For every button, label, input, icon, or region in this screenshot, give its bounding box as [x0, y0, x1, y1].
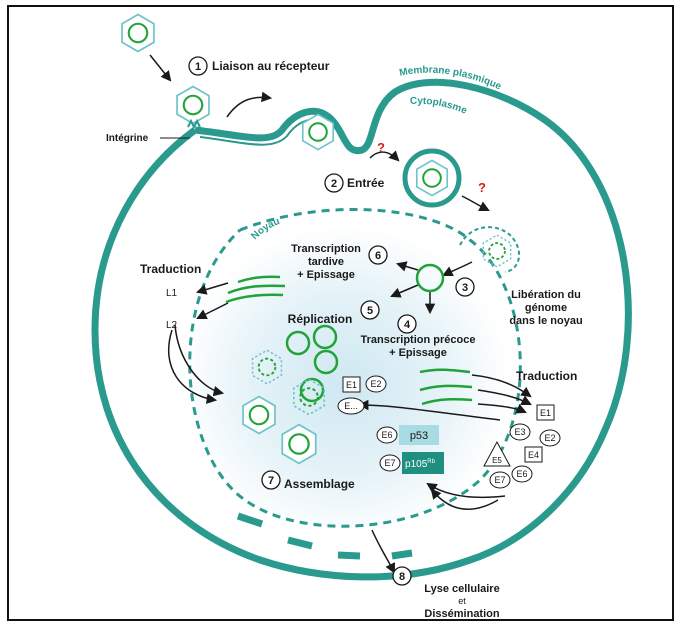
replicating-genomes	[285, 324, 339, 403]
step-7-number: 7	[268, 475, 274, 487]
cyto-E3-label: E3	[514, 427, 525, 437]
step-3-label-line-1: Libération du	[511, 289, 581, 301]
step-2-label: Entrée	[347, 176, 385, 190]
lysed-membrane-segments	[236, 512, 413, 560]
step-6-label-line-3: + Epissage	[297, 269, 355, 281]
E6-oval	[376, 426, 398, 444]
step-6-number: 6	[375, 250, 381, 262]
step-3-label-line-3: dans le noyau	[509, 315, 582, 327]
step-6-label-line-2: tardive	[308, 256, 344, 268]
cyto-E5-label: E5	[492, 456, 502, 465]
cytoplasm-label: Cytoplasme	[410, 96, 469, 117]
step-8-label-line-2: et	[458, 596, 466, 606]
cyto-E1-label: E1	[540, 408, 551, 418]
nuclear-E1-box	[342, 376, 361, 393]
step-circles	[188, 56, 475, 586]
unknown-mark-2: ?	[478, 180, 486, 195]
uncoating-virion	[482, 234, 512, 268]
cyto-E6-oval	[511, 465, 533, 483]
step-8-label-line-1: Lyse cellulaire	[424, 583, 499, 595]
step-5-label: Réplication	[288, 312, 353, 326]
integrin-label: Intégrine	[106, 133, 149, 144]
p105-label: p105Rb	[405, 459, 436, 470]
cyto-E1-box	[536, 404, 555, 421]
p105-box	[402, 452, 444, 474]
nuclear-E1-label: E1	[346, 380, 357, 390]
step-6-label-line-1: Transcription	[291, 243, 361, 255]
bound-virion	[175, 85, 211, 125]
step-1-label: Liaison au récepteur	[212, 59, 330, 73]
step-5-number: 5	[367, 305, 373, 317]
viral-episome	[415, 263, 445, 293]
step-8-label-line-3: Dissémination	[424, 608, 499, 620]
protein-L1: L1	[166, 288, 178, 299]
E7-oval	[379, 454, 401, 472]
protein-L2: L2	[166, 320, 178, 331]
pathway-arrows	[149, 54, 532, 574]
p53-label: p53	[410, 430, 428, 442]
translation-left-label: Traduction	[140, 262, 201, 276]
step-3-label-line-2: génome	[525, 302, 567, 314]
assembled-virion-1	[241, 395, 277, 435]
nuclear-Ex-oval	[337, 397, 365, 415]
p53-box	[399, 425, 439, 445]
cyto-E2-oval	[539, 429, 561, 447]
cyto-E7-oval	[489, 471, 511, 489]
integrin-receptor	[187, 118, 201, 130]
cyto-E4-label: E4	[528, 450, 539, 460]
E6-label: E6	[381, 430, 392, 440]
internalizing-virion	[301, 113, 335, 151]
assembled-virion-2	[281, 423, 317, 465]
cell-membrane	[91, 78, 632, 581]
nuclear-E2-label: E2	[370, 379, 381, 389]
cyto-E5-triangle	[483, 440, 511, 467]
step-4-label-line-2: + Epissage	[389, 347, 447, 359]
nuclear-Ex-label: E...	[344, 401, 358, 411]
cyto-E3-oval	[509, 423, 531, 441]
nuclear-E2-oval	[365, 375, 387, 393]
step-1-number: 1	[195, 61, 201, 73]
mrna-strands	[225, 275, 473, 406]
cyto-E6-label: E6	[516, 469, 527, 479]
unknown-mark-1: ?	[377, 140, 385, 155]
E7-label: E7	[384, 458, 395, 468]
step-2-number: 2	[331, 178, 337, 190]
step-3-number: 3	[462, 282, 468, 294]
endosome-virion	[415, 159, 449, 197]
free-virion	[120, 13, 156, 53]
translation-right-label: Traduction	[516, 369, 577, 383]
step-4-number: 4	[404, 319, 411, 331]
nucleus	[188, 207, 522, 528]
step-8-number: 8	[399, 571, 405, 583]
cyto-E2-label: E2	[544, 433, 555, 443]
frame-border	[7, 5, 674, 621]
step-7-label: Assemblage	[284, 477, 355, 491]
cyto-E4-box	[524, 446, 543, 463]
step-4-label-line-1: Transcription précoce	[361, 334, 476, 346]
cyto-E7-label: E7	[494, 475, 505, 485]
